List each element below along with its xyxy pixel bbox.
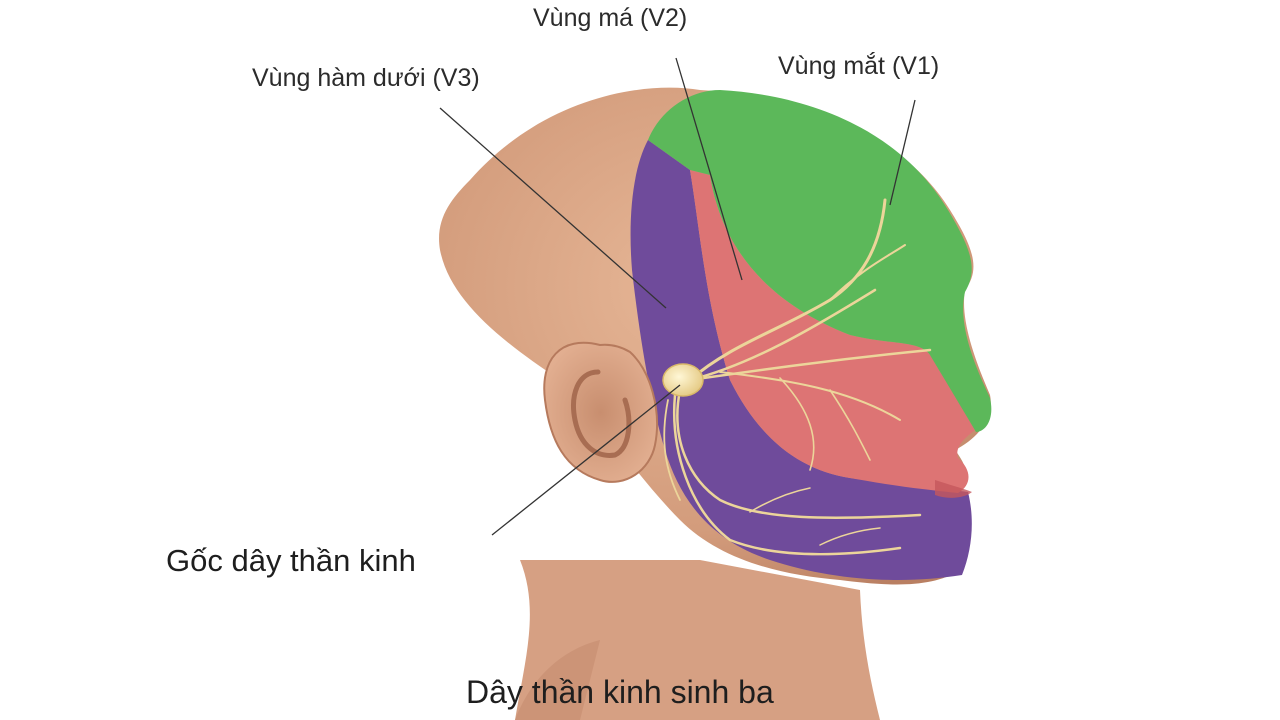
shoulder-shadow xyxy=(515,640,600,720)
ear xyxy=(543,341,658,483)
diagram-caption: Dây thần kinh sinh ba xyxy=(466,674,774,710)
nerve-branches xyxy=(663,198,932,556)
label-nerve-root: Gốc dây thần kinh xyxy=(166,543,416,578)
leader-line-v3 xyxy=(439,107,667,309)
leader-lines xyxy=(439,57,916,536)
label-v3-mandibular: Vùng hàm dưới (V3) xyxy=(252,64,480,92)
label-v1-ophthalmic: Vùng mắt (V1) xyxy=(778,52,940,80)
lips xyxy=(935,480,972,498)
zone-v2-maxillary xyxy=(690,170,975,493)
zone-v1-ophthalmic xyxy=(648,90,992,432)
leader-line-v1 xyxy=(889,99,916,206)
label-v2-maxillary: Vùng má (V2) xyxy=(533,4,688,32)
ear-inner xyxy=(571,369,632,458)
leader-line-v2 xyxy=(675,57,743,281)
trigeminal-ganglion xyxy=(662,363,704,397)
neck-shape xyxy=(515,560,880,720)
zone-v3-mandibular xyxy=(630,140,972,580)
leader-line-root xyxy=(491,384,681,536)
